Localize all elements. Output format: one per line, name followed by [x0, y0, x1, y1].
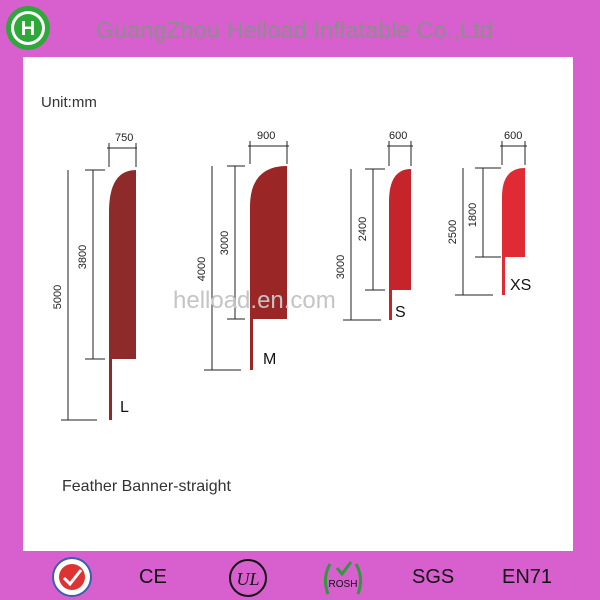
quality-cert-icon	[52, 557, 92, 597]
banner-m-flag	[250, 166, 287, 319]
banner-l-flag-height: 3800	[77, 245, 89, 269]
banner-s-flag-height: 2400	[357, 217, 369, 241]
banner-m-size: M	[263, 351, 276, 368]
certification-bar: CE UL ROSH SGS EN71	[0, 552, 600, 600]
en71-mark: EN71	[502, 566, 553, 588]
banner-m-total-height: 4000	[196, 257, 208, 281]
ce-mark: CE	[139, 566, 167, 588]
sgs-mark: SGS	[412, 566, 455, 588]
logo-letter: H	[21, 18, 35, 40]
banner-s-pole	[389, 290, 392, 320]
banner-xs-flag	[502, 168, 525, 257]
rosh-badge-icon: ROSH	[323, 561, 363, 595]
banner-xs-flag-height: 1800	[467, 203, 479, 227]
rosh-text: ROSH	[329, 579, 358, 590]
company-logo-icon: H	[6, 6, 50, 50]
banner-s-total-height: 3000	[335, 255, 347, 279]
banner-xs-total-height: 2500	[447, 220, 459, 244]
banner-l: 750 3800 5000 L	[52, 132, 137, 421]
banner-xs-size: XS	[510, 277, 531, 294]
banner-l-flag	[109, 170, 136, 359]
unit-label: Unit:mm	[41, 94, 97, 111]
company-name: GuangZhou Helload Inflatable Co.,Ltd	[96, 17, 493, 43]
banner-m: 900 3000 4000 M	[196, 130, 289, 371]
watermark: helload.en.com	[173, 287, 336, 314]
banner-s-flag	[389, 169, 411, 290]
banner-l-width: 750	[115, 132, 133, 144]
banner-l-pole	[109, 359, 112, 420]
banner-xs-pole	[502, 257, 505, 295]
banner-m-flag-height: 3000	[219, 231, 231, 255]
header: H GuangZhou Helload Inflatable Co.,Ltd	[0, 0, 600, 52]
banner-m-width: 900	[257, 130, 275, 142]
ul-text: UL	[236, 569, 259, 589]
banner-xs-width: 600	[504, 130, 522, 142]
banner-s-width: 600	[389, 130, 407, 142]
ul-mark-icon: UL	[229, 559, 267, 597]
banner-xs: 600 1800 2500 XS	[447, 130, 531, 296]
caption: Feather Banner-straight	[62, 478, 231, 495]
banner-diagram: 750 3800 5000 L 900 3000 4000	[52, 130, 531, 421]
banner-m-pole	[250, 319, 253, 370]
banner-l-size: L	[120, 399, 129, 416]
content-panel: Unit:mm 750 3800 5000 L	[23, 57, 573, 551]
banner-l-total-height: 5000	[52, 285, 64, 309]
banner-s-size: S	[395, 304, 406, 321]
banner-s: 600 2400 3000 S	[335, 130, 413, 321]
